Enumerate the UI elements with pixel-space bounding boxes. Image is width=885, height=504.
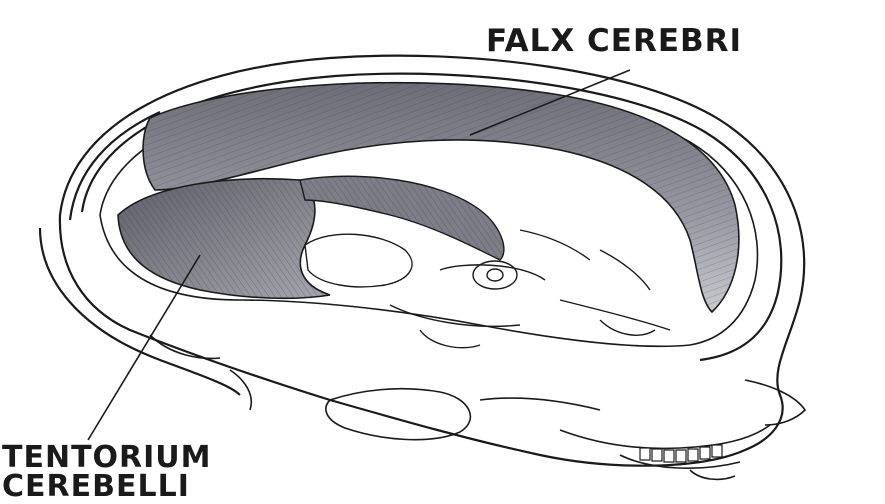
skull-base-details (390, 230, 670, 348)
tentorium-leader-line (88, 255, 200, 440)
tentorial-notch (305, 234, 412, 287)
tentorium-label-line2: CEREBELLI (2, 472, 190, 502)
falx-cerebri-label: FALX CEREBRI (486, 26, 742, 57)
